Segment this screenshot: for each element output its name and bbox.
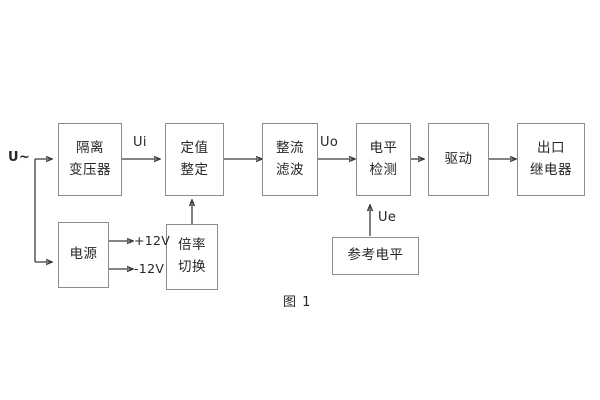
signal-label-uo: Uo (320, 135, 339, 150)
block-drive[interactable]: 驱动 (428, 123, 489, 196)
block-level-detect-line1: 电平 (369, 139, 398, 156)
block-drive-line1: 驱动 (444, 150, 473, 167)
block-output-relay-line1: 出口 (537, 139, 565, 156)
block-reference-level-line1: 参考电平 (347, 247, 404, 264)
block-power-supply-line1: 电源 (69, 246, 98, 263)
block-multiplier-switch-line2: 切换 (178, 259, 206, 275)
block-setting-adjust[interactable]: 定值 整定 (165, 123, 224, 196)
figure-caption: 图 1 (283, 295, 312, 310)
input-label-u-ac: U~ (8, 150, 31, 165)
block-reference-level[interactable]: 参考电平 (332, 237, 419, 275)
block-output-relay-line2: 继电器 (530, 161, 572, 178)
signal-label-ue: Ue (378, 210, 397, 225)
block-rectify-filter-line1: 整流 (276, 139, 304, 156)
block-power-supply[interactable]: 电源 (58, 222, 109, 288)
block-isolation-transformer-line1: 隔离 (76, 139, 104, 156)
block-level-detect[interactable]: 电平 检测 (356, 123, 411, 196)
block-output-relay[interactable]: 出口 继电器 (517, 123, 585, 196)
signal-label-plus-12v: +12V (134, 233, 171, 248)
signal-label-ui: Ui (133, 135, 147, 150)
block-isolation-transformer[interactable]: 隔离 变压器 (58, 123, 122, 196)
block-multiplier-switch[interactable]: 倍率 切换 (166, 224, 218, 290)
block-setting-adjust-line2: 整定 (180, 161, 209, 178)
block-multiplier-switch-line1: 倍率 (178, 237, 206, 254)
block-rectify-filter-line2: 滤波 (276, 161, 304, 178)
block-isolation-transformer-line2: 变压器 (69, 161, 111, 178)
block-setting-adjust-line1: 定值 (180, 139, 209, 156)
signal-label-minus-12v: -12V (134, 261, 165, 276)
block-level-detect-line2: 检测 (369, 161, 398, 178)
block-rectify-filter[interactable]: 整流 滤波 (262, 123, 318, 196)
